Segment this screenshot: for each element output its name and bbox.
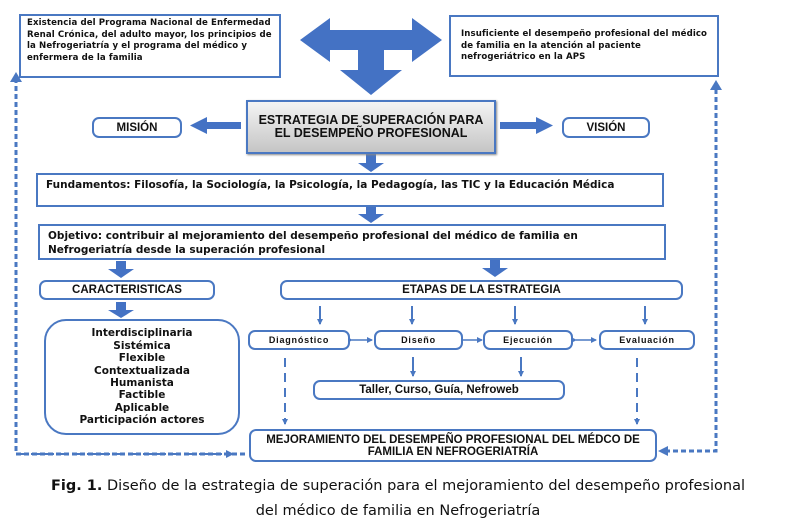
connectors-layer: [10, 18, 722, 458]
caption-label: Fig. 1.: [50, 478, 103, 494]
mision-box: MISIÓN: [92, 117, 182, 138]
objetivo-text: Objetivo: contribuir al mejoramiento del…: [48, 230, 578, 256]
etapa-diagnostico: Diagnóstico: [248, 330, 350, 350]
down-arrow-fundamentos-objetivo: [358, 205, 384, 223]
etapa-diseno: Diseño: [374, 330, 463, 350]
etapas-title-box: ETAPAS DE LA ESTRATEGIA: [280, 280, 683, 300]
estrategia-title: ESTRATEGIA DE SUPERACIÓN PARA EL DESEMPE…: [258, 113, 484, 140]
caracteristica-item: Sistémica: [113, 339, 171, 352]
caracteristica-item: Contextualizada: [94, 364, 190, 377]
etapa-label: Diagnóstico: [268, 335, 330, 345]
caracteristica-item: Interdisciplinaria: [91, 327, 193, 340]
caracteristica-item: Participación actores: [79, 414, 205, 427]
etapa-ejecucion: Ejecución: [483, 330, 573, 350]
caracteristica-item: Humanista: [110, 377, 174, 389]
feedback-loop-left: [14, 80, 245, 456]
productos-box: Taller, Curso, Guía, Nefroweb: [313, 380, 565, 400]
arrow-to-vision: [500, 117, 553, 134]
down-arrow-caracteristicas-list: [108, 302, 134, 318]
productos-text: Taller, Curso, Guía, Nefroweb: [359, 384, 519, 396]
feedback-loop-right: [665, 88, 718, 453]
down-arrow-objetivo-caracteristicas: [108, 261, 134, 278]
etapa-label: Ejecución: [503, 335, 553, 345]
down-arrow-objetivo-etapas: [482, 260, 508, 277]
etapa-label: Diseño: [401, 335, 436, 345]
problema-text: Insuficiente el desempeño profesional de…: [461, 29, 708, 62]
mision-label: MISIÓN: [116, 121, 158, 134]
caracteristicas-title-box: CARACTERISTICAS: [39, 280, 215, 300]
existencia-text: Existencia del Programa Nacional de Enfe…: [27, 18, 272, 63]
caracteristica-item: Flexible: [118, 352, 166, 365]
feedback-arrowhead-right: [710, 80, 722, 90]
problema-box: Insuficiente el desempeño profesional de…: [449, 15, 719, 77]
figure-caption: Fig. 1. Diseño de la estrategia de super…: [0, 474, 796, 524]
caracteristicas-list-box: Interdisciplinaria Sistémica Flexible Co…: [44, 319, 240, 435]
etapas-title: ETAPAS DE LA ESTRATEGIA: [402, 284, 561, 296]
vision-box: VISIÓN: [562, 117, 650, 138]
down-arrow-central-fundamentos: [358, 154, 384, 172]
caracteristicas-title: CARACTERISTICAS: [72, 284, 182, 296]
fundamentos-box: Fundamentos: Filosofía, la Sociología, l…: [36, 173, 664, 207]
objetivo-box: Objetivo: contribuir al mejoramiento del…: [38, 224, 666, 260]
vision-label: VISIÓN: [586, 121, 626, 134]
etapa-label: Evaluación: [619, 335, 675, 345]
resultado-text: MEJORAMIENTO DEL DESEMPEÑO PROFESIONAL D…: [266, 433, 640, 458]
existencia-box: Existencia del Programa Nacional de Enfe…: [19, 14, 281, 78]
fundamentos-text: Fundamentos: Filosofía, la Sociología, l…: [46, 179, 615, 191]
feedback-arrowhead-left: [10, 72, 22, 82]
feedback-arrowhead-resultado: [658, 446, 668, 456]
caracteristica-item: Factible: [118, 389, 166, 402]
etapa-evaluacion: Evaluación: [599, 330, 695, 350]
t-arrow-icon: [300, 18, 442, 95]
caracteristica-item: Aplicable: [114, 401, 170, 414]
arrow-to-mision: [190, 117, 241, 134]
caption-line-1: Diseño de la estrategia de superación pa…: [102, 478, 745, 494]
estrategia-central-box: ESTRATEGIA DE SUPERACIÓN PARA EL DESEMPE…: [246, 100, 496, 154]
caption-line-2: del médico de familia en Nefrogeriatría: [255, 503, 541, 519]
resultado-box: MEJORAMIENTO DEL DESEMPEÑO PROFESIONAL D…: [249, 429, 657, 462]
